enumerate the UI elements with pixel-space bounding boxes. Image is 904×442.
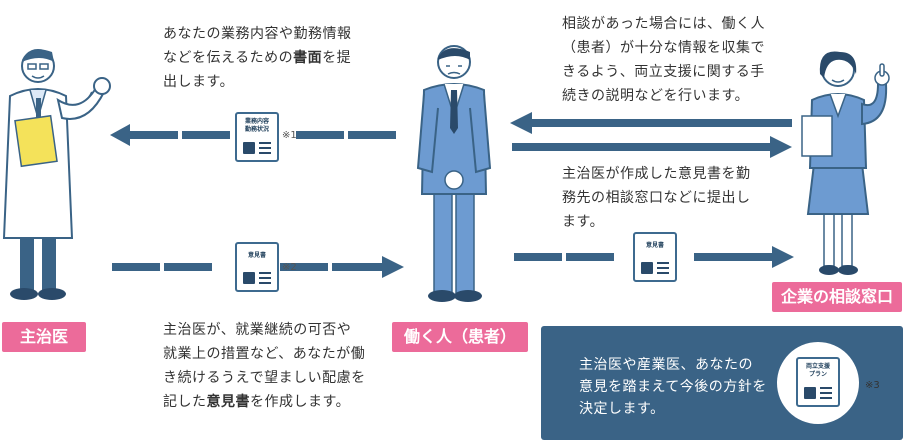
worker-label: 働く人（患者） <box>392 322 528 352</box>
doc-title-line2: 勤務状況 <box>244 126 269 133</box>
arrow-to-worker <box>112 256 404 278</box>
arrow-to-doctor <box>110 124 396 146</box>
doctor-illustration <box>2 49 111 300</box>
doc-title: 意見書 <box>645 242 664 249</box>
description-top-left: あなたの業務内容や勤務情報 などを伝えるための書面を提 出します。 <box>163 26 352 90</box>
company-staff-illustration <box>801 51 890 275</box>
arrow-company-to-worker <box>510 112 792 134</box>
description-mid-right: 主治医が作成した意見書を勤 務先の相談窓口などに提出し ます。 <box>562 166 751 230</box>
company-label: 企業の相談窓口 <box>772 282 902 312</box>
description-top-right: 相談があった場合には、働く人 （患者）が十分な情報を収集で きるよう、両立支援に… <box>562 16 765 104</box>
doc-title-line1: 両立支援 <box>805 363 830 370</box>
note-2: ※2 <box>282 262 297 273</box>
note-1: ※1 <box>282 130 297 141</box>
doc-title-line2: プラン <box>808 371 827 378</box>
doctor-label: 主治医 <box>2 322 86 352</box>
arrow-opinion-to-company <box>514 246 794 268</box>
worker-illustration <box>416 45 492 302</box>
plan-circle: 両立支援 プラン <box>777 342 859 424</box>
opinion-document-icon-left: 意見書 <box>235 242 279 292</box>
description-bottom-left: 主治医が、就業継続の可否や 就業上の措置など、あなたが働 き続けるうえで望ましい… <box>163 322 366 410</box>
decision-panel: 主治医や産業医、あなたの 意見を踏まえて今後の方針を 決定します。 両立支援 プ… <box>541 326 903 440</box>
doc-title: 意見書 <box>247 252 266 259</box>
plan-document-icon: 両立支援 プラン <box>796 357 840 407</box>
opinion-document-icon-right: 意見書 <box>633 232 677 282</box>
work-info-document-icon: 業務内容 勤務状況 <box>235 112 279 162</box>
panel-text: 主治医や産業医、あなたの 意見を踏まえて今後の方針を 決定します。 <box>579 357 767 417</box>
note-3: ※3 <box>865 380 880 391</box>
doc-title-line1: 業務内容 <box>244 118 269 125</box>
arrow-worker-to-company <box>512 136 792 158</box>
